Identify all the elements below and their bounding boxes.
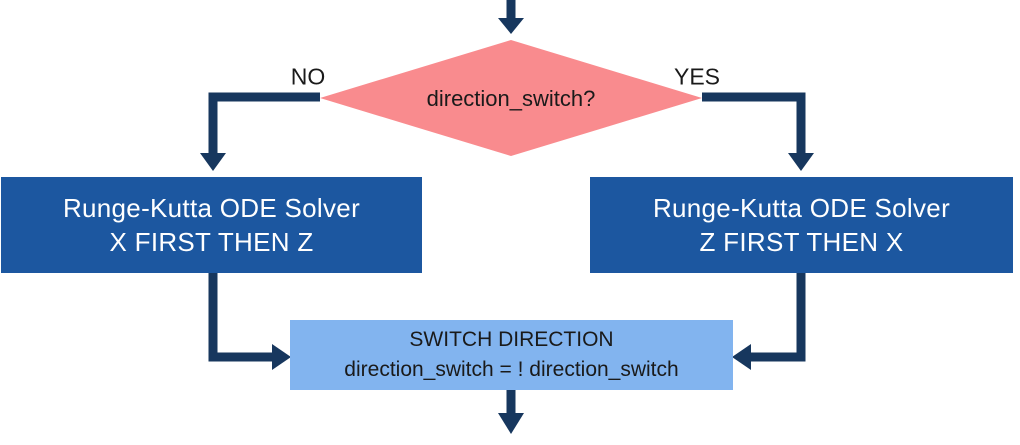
solver-left-title: Runge-Kutta ODE Solver xyxy=(62,193,361,223)
branch-yes-label: YES xyxy=(673,63,721,90)
branch-no-label: NO xyxy=(290,63,326,90)
arrow-no-branch-line xyxy=(208,92,320,155)
arrow-left-to-switch-head xyxy=(272,344,291,370)
arrow-no-branch-head xyxy=(200,153,226,171)
solver-right-title: Runge-Kutta ODE Solver xyxy=(652,193,951,223)
decision-diamond xyxy=(320,40,702,156)
solver-left-subtitle: X FIRST THEN Z xyxy=(109,227,314,257)
arrow-yes-branch-head xyxy=(788,153,814,171)
solver-right-subtitle: Z FIRST THEN X xyxy=(699,227,904,257)
switch-direction-title: SWITCH DIRECTION xyxy=(409,328,614,351)
decision-label: direction_switch? xyxy=(426,86,596,111)
solver-right-node: Runge-Kutta ODE Solver Z FIRST THEN X xyxy=(590,177,1013,273)
switch-direction-node: SWITCH DIRECTION direction_switch = ! di… xyxy=(290,320,733,390)
arrow-right-to-switch-line xyxy=(750,273,806,362)
arrow-left-to-switch-line xyxy=(208,273,273,362)
solver-left-node: Runge-Kutta ODE Solver X FIRST THEN Z xyxy=(1,177,422,273)
arrow-right-to-switch-head xyxy=(732,344,751,370)
switch-direction-expression: direction_switch = ! direction_switch xyxy=(344,358,679,381)
arrow-top-entry-head xyxy=(498,18,524,34)
arrow-yes-branch-line xyxy=(702,92,806,155)
arrow-bottom-exit-head xyxy=(498,413,524,434)
